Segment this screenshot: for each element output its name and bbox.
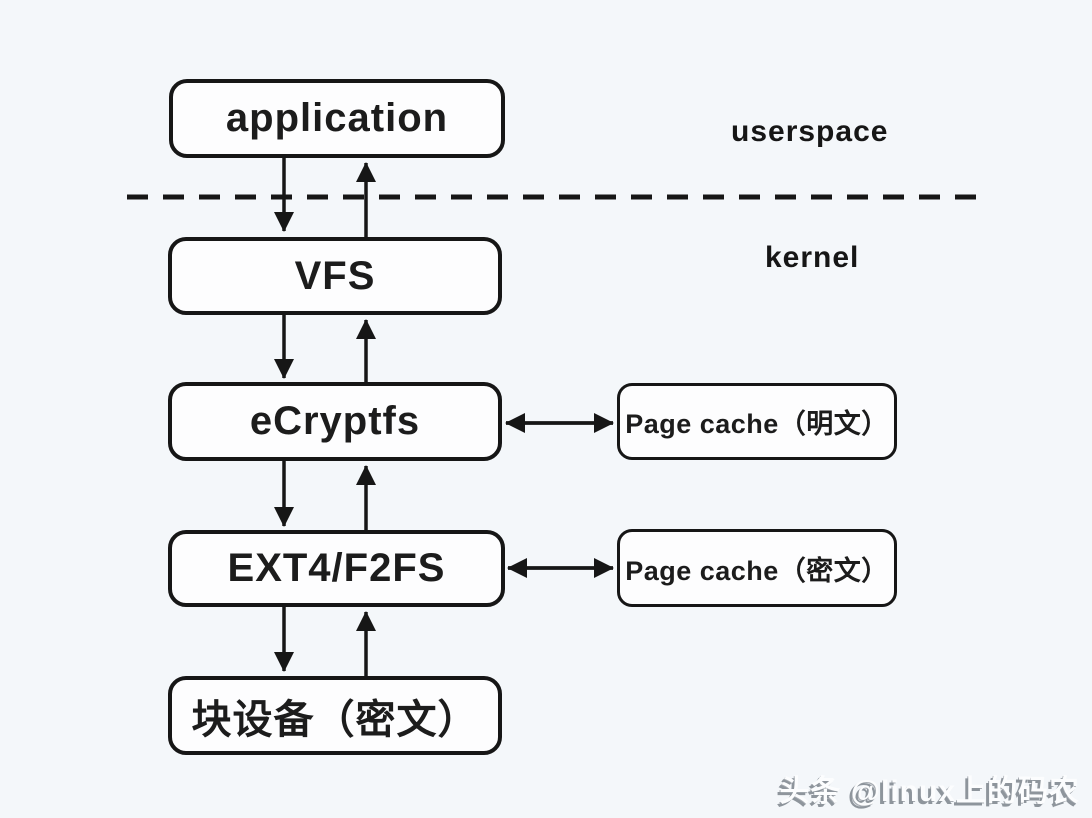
node-application-label: application [225, 96, 449, 140]
node-vfs-label: VFS [294, 253, 376, 298]
node-ecryptfs: eCryptfs [168, 382, 502, 461]
node-page-cache-ciphertext: Page cache（密文） [617, 529, 897, 607]
node-vfs: VFS [168, 237, 502, 315]
node-ext4-f2fs-label: EXT4/F2FS [227, 546, 446, 590]
node-ecryptfs-label: eCryptfs [249, 399, 421, 443]
watermark-text: 头条 @linux上的码农 [779, 775, 1080, 808]
node-ext4-f2fs: EXT4/F2FS [168, 530, 505, 607]
node-page-cache-plaintext: Page cache（明文） [617, 383, 897, 460]
kernel-region-label: kernel [765, 241, 860, 274]
node-page-cache-plaintext-label: Page cache（明文） [625, 409, 889, 439]
userspace-region-label: userspace [731, 115, 889, 148]
node-application: application [169, 79, 505, 158]
node-block-device: 块设备（密文） [168, 676, 502, 755]
node-block-device-label: 块设备（密文） [191, 697, 479, 742]
node-page-cache-ciphertext-label: Page cache（密文） [625, 555, 889, 586]
